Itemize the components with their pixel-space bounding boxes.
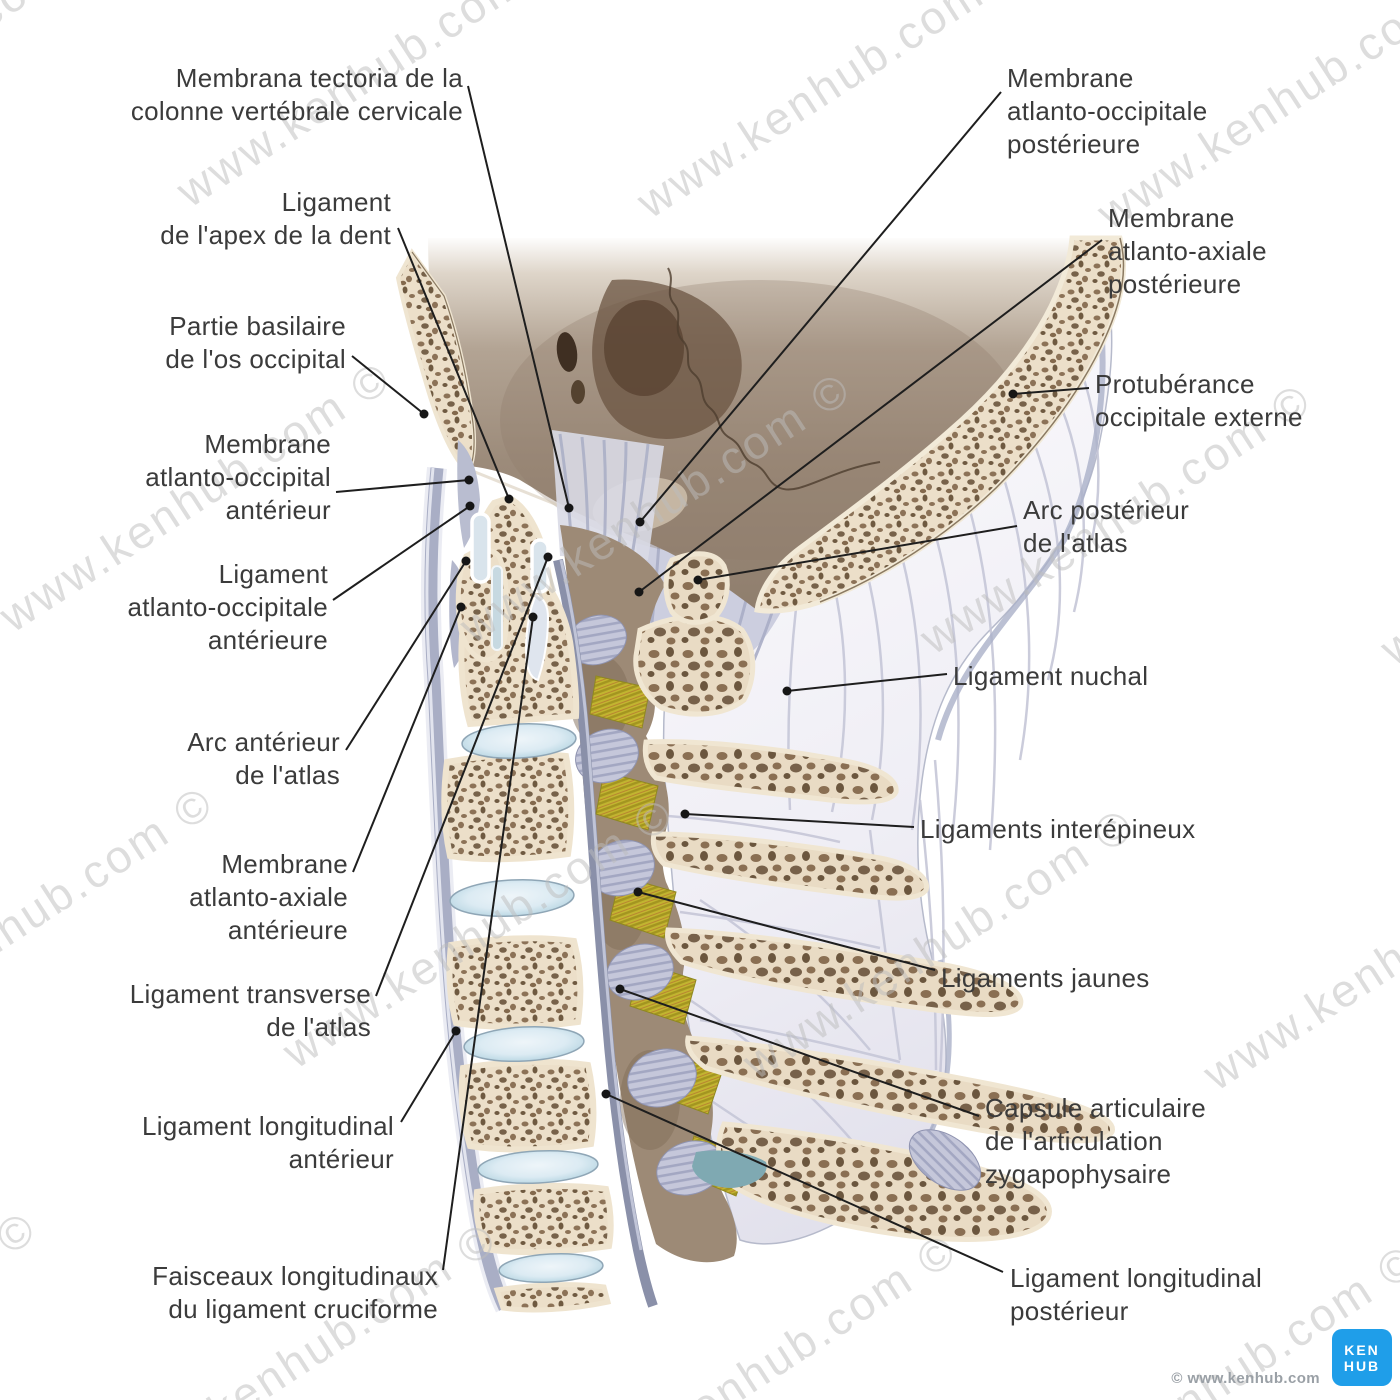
watermark-text: www.kenhub.com © bbox=[166, 0, 577, 217]
leader-dot-membrana-tectoria bbox=[564, 503, 574, 513]
leader-line-partie-basilaire bbox=[351, 355, 425, 415]
leader-dot-ligament-atlanto-occipitale-anterieure bbox=[465, 501, 475, 511]
kenhub-logo[interactable]: KEN HUB bbox=[1332, 1329, 1392, 1386]
leader-line-membrane-atlanto-occipital-anterieur bbox=[335, 479, 470, 493]
vertebral-body bbox=[446, 935, 584, 1030]
leader-line-arc-anterieur-atlas bbox=[345, 560, 467, 751]
logo-line-1: KEN bbox=[1344, 1341, 1380, 1358]
suture-line bbox=[667, 267, 881, 491]
acoustic-meatus bbox=[556, 332, 578, 372]
leader-dot-partie-basilaire bbox=[419, 409, 429, 419]
leader-line-membrane-atlanto-occipitale-posterieure bbox=[639, 91, 1002, 523]
leader-dot-capsule-articulaire bbox=[615, 984, 625, 994]
leader-dot-membrane-atlanto-axiale-posterieure bbox=[634, 587, 644, 597]
watermark-text: www.kenhub.com © bbox=[0, 1200, 46, 1400]
leader-line-ligaments-jaunes bbox=[637, 891, 936, 971]
tectorial-membrane bbox=[552, 430, 664, 560]
zygapophyseal-capsule bbox=[908, 1129, 982, 1191]
leader-line-ligament-longitudinal-anterieur bbox=[400, 1030, 457, 1123]
leader-dot-membrane-atlanto-axiale-anterieure bbox=[456, 602, 466, 612]
leader-line-arc-posterieur-atlas bbox=[697, 525, 1018, 581]
leader-dot-ligament-longitudinal-anterieur bbox=[451, 1026, 461, 1036]
leader-line-protuberance-occipitale-externe bbox=[1012, 387, 1090, 395]
copyright-text: © www.kenhub.com bbox=[1171, 1370, 1320, 1387]
watermark-text: www.kenhub.com © bbox=[0, 775, 223, 1067]
vertebral-body bbox=[458, 1058, 597, 1153]
leader-dot-arc-anterieur-atlas bbox=[461, 556, 471, 566]
vertebral-column bbox=[420, 440, 658, 1313]
watermark-text: www.kenhub.com © bbox=[556, 1223, 967, 1400]
watermark-text: www.kenhub.com © bbox=[627, 0, 1038, 228]
watermark-text: www.kenhub.com © bbox=[1370, 384, 1400, 676]
leader-line-ligament-nuchal bbox=[786, 673, 948, 692]
facet-surface bbox=[692, 1150, 767, 1188]
watermark-text: www.kenhub.com © bbox=[0, 350, 400, 642]
leader-dot-membrane-atlanto-occipital-anterieur bbox=[464, 475, 474, 485]
leader-line-ligament-atlanto-occipitale-anterieure bbox=[332, 505, 471, 601]
leader-dot-ligament-apex-dent bbox=[504, 494, 514, 504]
leader-dot-faisceaux-longitudinaux bbox=[528, 612, 538, 622]
leader-line-ligament-transverse-atlas bbox=[375, 556, 549, 997]
leader-line-ligament-apex-dent bbox=[397, 227, 510, 500]
leader-dot-membrane-atlanto-occipitale-posterieure bbox=[635, 517, 645, 527]
vertebral-body bbox=[473, 1182, 614, 1256]
leader-line-membrane-atlanto-axiale-posterieure bbox=[638, 239, 1103, 593]
watermark-text: www.kenhub.com © bbox=[0, 0, 117, 206]
leader-line-ligaments-interepineux bbox=[684, 813, 915, 828]
posterior-longitudinal-ligament bbox=[553, 558, 658, 1308]
watermark-text: www.kenhub.com © bbox=[95, 1211, 506, 1400]
leader-dot-ligament-transverse-atlas bbox=[543, 552, 553, 562]
leader-lines-layer bbox=[332, 85, 1103, 1273]
leader-line-membrane-atlanto-axiale-anterieure bbox=[352, 606, 462, 873]
leader-line-membrana-tectoria bbox=[467, 85, 570, 509]
median-joint-cavity bbox=[470, 512, 491, 584]
leader-line-ligament-longitudinal-posterieur bbox=[605, 1093, 1004, 1273]
watermark-text: www.kenhub.com © bbox=[1193, 809, 1400, 1101]
logo-line-2: HUB bbox=[1343, 1357, 1381, 1374]
leader-dot-arc-posterieur-atlas bbox=[693, 575, 703, 585]
leader-dot-ligament-longitudinal-posterieur bbox=[601, 1089, 611, 1099]
leader-line-faisceaux-longitudinaux bbox=[442, 616, 534, 1271]
leader-dot-ligaments-interepineux bbox=[680, 809, 690, 819]
leader-dot-ligament-nuchal bbox=[782, 686, 792, 696]
watermark-text: www.kenhub.com © bbox=[1087, 0, 1400, 240]
atlas-posterior-arch bbox=[663, 551, 730, 625]
leader-line-capsule-articulaire bbox=[619, 988, 980, 1117]
transverse-ligament-band bbox=[530, 538, 550, 594]
leader-dot-ligaments-jaunes bbox=[633, 887, 643, 897]
leader-dot-protuberance-occipitale-externe bbox=[1008, 389, 1018, 399]
vertebral-body bbox=[493, 1282, 612, 1313]
spinous-processes bbox=[633, 614, 1115, 1242]
